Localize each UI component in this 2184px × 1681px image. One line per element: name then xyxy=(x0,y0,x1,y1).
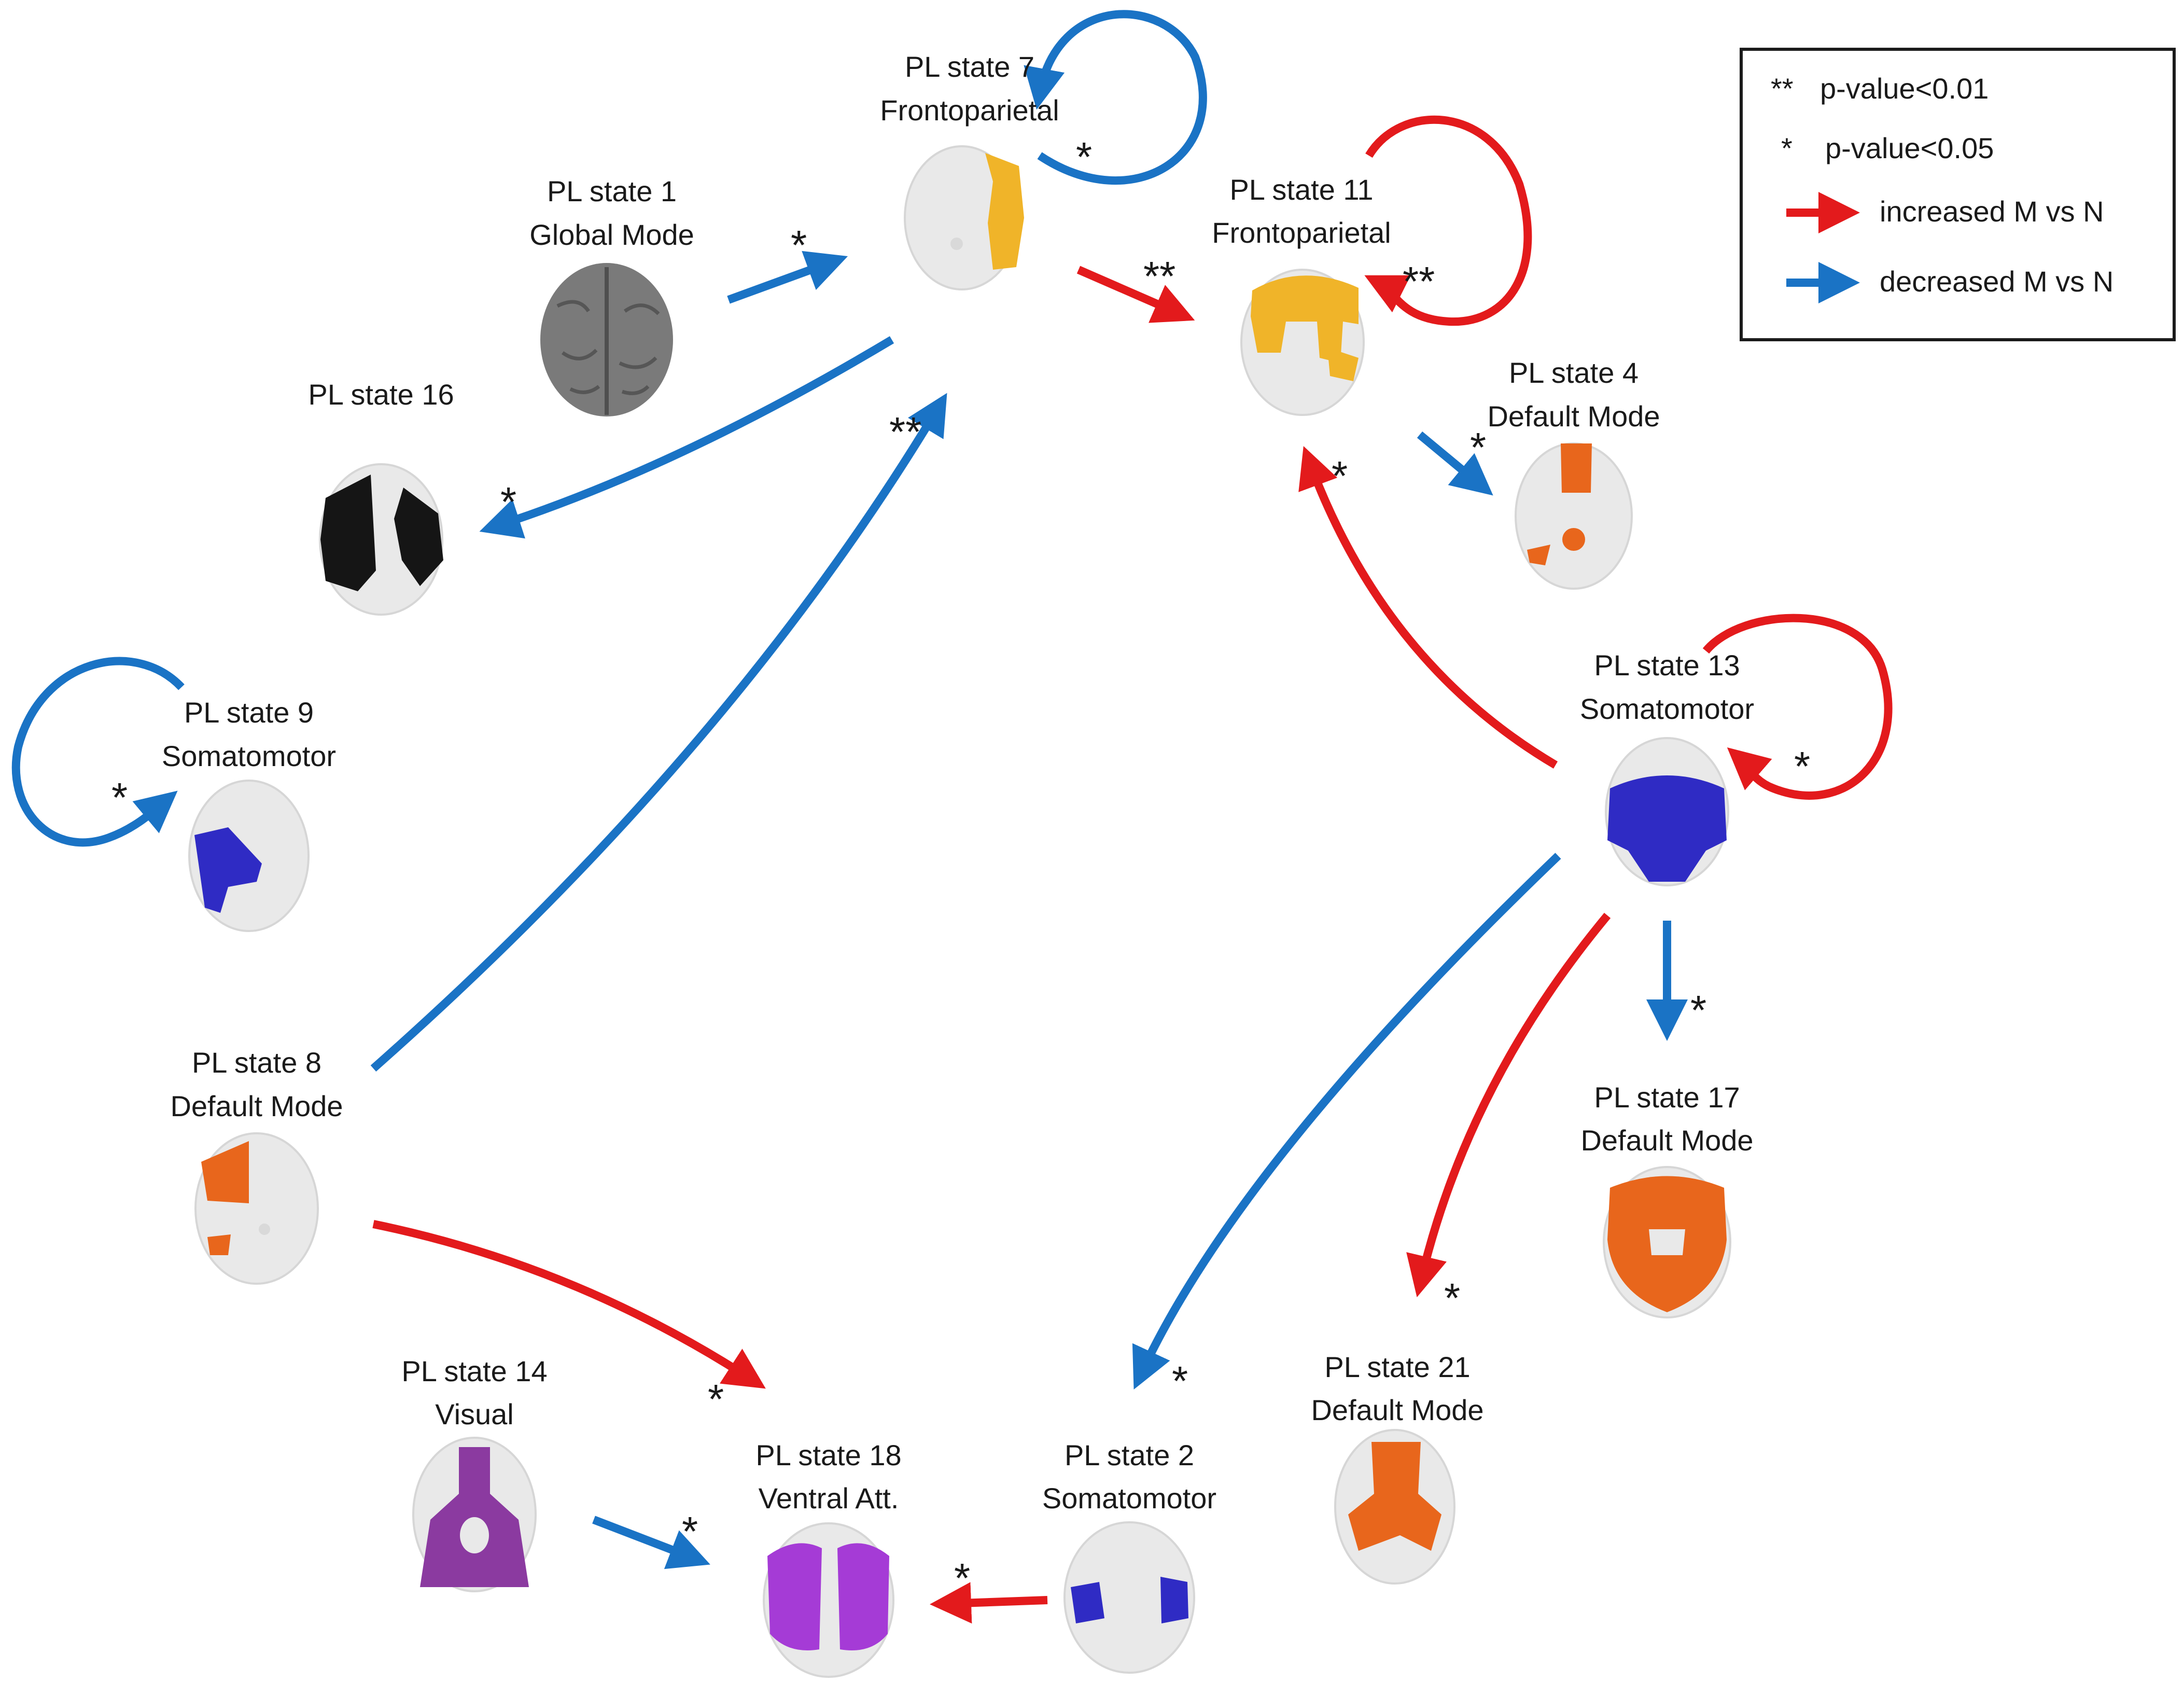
node-pl17: PL state 17 Default Mode xyxy=(1580,1081,1754,1318)
sig-pl8-to-pl18: * xyxy=(708,1376,724,1422)
node-title: PL state 14 xyxy=(401,1355,547,1387)
node-pl8: PL state 8 Default Mode xyxy=(170,1046,343,1285)
node-title: PL state 11 xyxy=(1229,173,1373,206)
sig-pl14-to-pl18: * xyxy=(682,1508,698,1554)
brain-pl16-icon xyxy=(319,463,443,616)
legend-decreased-text: decreased M vs N xyxy=(1880,265,2113,298)
sig-pl7-to-pl11: ** xyxy=(1143,253,1175,299)
node-pl9: PL state 9 Somatomotor xyxy=(162,696,336,932)
transition-arrows: * * ** * ** ** * * * * * * * xyxy=(11,10,1893,1624)
sig-pl11-to-pl4: * xyxy=(1470,424,1486,470)
node-title: PL state 9 xyxy=(184,696,314,729)
node-network: Frontoparietal xyxy=(1212,216,1391,249)
sig-pl1-to-pl7: * xyxy=(791,222,807,268)
legend-box xyxy=(1740,48,2176,341)
sig-pl13-to-pl11: * xyxy=(1332,453,1348,499)
brain-somatomotor-icon xyxy=(1605,737,1729,886)
node-pl1: PL state 1 Global Mode xyxy=(529,175,694,416)
sig-pl8-to-pl7: ** xyxy=(889,409,921,455)
legend-single-star: * xyxy=(1781,132,1793,164)
sig-pl11-self-loop: ** xyxy=(1403,258,1435,304)
arrow-pl7-to-pl11 xyxy=(1076,266,1195,323)
node-pl16: PL state 16 xyxy=(308,378,454,616)
arrow-pl13-to-pl21 xyxy=(1406,912,1611,1298)
brain-frontoparietal-icon xyxy=(904,145,1024,290)
node-network: Default Mode xyxy=(1487,400,1660,433)
arrow-pl7-to-pl16 xyxy=(479,336,894,539)
node-pl14: PL state 14 Visual xyxy=(401,1355,548,1592)
node-title: PL state 17 xyxy=(1594,1081,1740,1114)
node-title: PL state 16 xyxy=(308,378,454,411)
arrow-pl9-self-loop xyxy=(11,657,185,847)
sig-pl7-to-pl16: * xyxy=(500,479,516,525)
sig-pl2-to-pl18: * xyxy=(954,1555,970,1601)
sig-pl13-self-loop: * xyxy=(1794,743,1810,789)
sig-pl7-self-loop: * xyxy=(1076,134,1092,180)
sig-pl13-to-pl21: * xyxy=(1444,1275,1460,1321)
arrow-pl13-to-pl11 xyxy=(1298,446,1558,769)
node-title: PL state 13 xyxy=(1594,649,1740,682)
sig-pl13-to-pl17: * xyxy=(1690,987,1706,1033)
brain-frontoparietal-icon xyxy=(1240,269,1365,416)
arrow-pl7-self-loop xyxy=(1024,10,1207,185)
node-network: Frontoparietal xyxy=(880,94,1059,127)
arrow-pl8-to-pl18 xyxy=(372,1220,766,1389)
brain-default-mode-icon xyxy=(1334,1429,1455,1585)
node-title: PL state 4 xyxy=(1509,356,1639,389)
node-pl2: PL state 2 Somatomotor xyxy=(1042,1439,1216,1674)
brain-default-mode-icon xyxy=(194,1132,319,1285)
node-network: Default Mode xyxy=(170,1090,343,1122)
sig-pl9-self-loop: * xyxy=(111,774,128,821)
node-network: Default Mode xyxy=(1580,1124,1753,1157)
node-title: PL state 18 xyxy=(755,1439,901,1471)
node-network: Visual xyxy=(435,1398,514,1430)
brain-ventral-att-icon xyxy=(763,1522,894,1678)
node-title: PL state 7 xyxy=(905,50,1034,83)
node-network: Somatomotor xyxy=(1580,692,1754,725)
node-pl21: PL state 21 Default Mode xyxy=(1311,1351,1484,1585)
brain-somatomotor-icon xyxy=(1063,1521,1195,1674)
node-pl4: PL state 4 Default Mode xyxy=(1487,356,1660,590)
arrow-pl13-to-pl2 xyxy=(1132,853,1561,1390)
legend: ** p-value<0.01 * p-value<0.05 increased… xyxy=(1740,48,2176,341)
node-pl13: PL state 13 Somatomotor xyxy=(1580,649,1754,886)
brain-somatomotor-icon xyxy=(188,780,310,932)
node-pl11: PL state 11 Frontoparietal xyxy=(1212,173,1391,416)
node-network: Global Mode xyxy=(529,218,694,251)
arrow-pl1-to-pl7 xyxy=(727,251,848,304)
arrow-pl8-to-pl7 xyxy=(370,393,947,1072)
arrow-pl2-to-pl18 xyxy=(930,1582,1048,1624)
legend-increased-text: increased M vs N xyxy=(1880,195,2104,228)
brain-visual-icon xyxy=(412,1437,537,1592)
node-network: Somatomotor xyxy=(162,740,336,772)
node-pl18: PL state 18 Ventral Att. xyxy=(755,1439,902,1678)
arrow-pl11-self-loop xyxy=(1364,115,1532,326)
node-title: PL state 8 xyxy=(192,1046,321,1079)
brain-default-mode-icon xyxy=(1603,1166,1731,1318)
node-network: Ventral Att. xyxy=(759,1482,899,1515)
legend-double-star: ** xyxy=(1771,72,1794,105)
sig-pl13-to-pl2: * xyxy=(1172,1358,1188,1404)
node-network: Default Mode xyxy=(1311,1394,1483,1426)
arrow-pl13-self-loop xyxy=(1702,614,1893,800)
arrow-pl14-to-pl18 xyxy=(592,1516,710,1569)
legend-double-star-text: p-value<0.01 xyxy=(1820,72,1989,105)
legend-single-star-text: p-value<0.05 xyxy=(1825,132,1994,164)
node-title: PL state 1 xyxy=(547,175,677,207)
brain-global-icon xyxy=(540,263,673,416)
node-pl7: PL state 7 Frontoparietal xyxy=(880,50,1059,290)
brain-default-mode-icon xyxy=(1515,442,1633,590)
node-title: PL state 2 xyxy=(1065,1439,1194,1471)
node-title: PL state 21 xyxy=(1324,1351,1470,1383)
node-network: Somatomotor xyxy=(1042,1482,1216,1515)
arrow-pl11-to-pl4 xyxy=(1417,431,1493,496)
